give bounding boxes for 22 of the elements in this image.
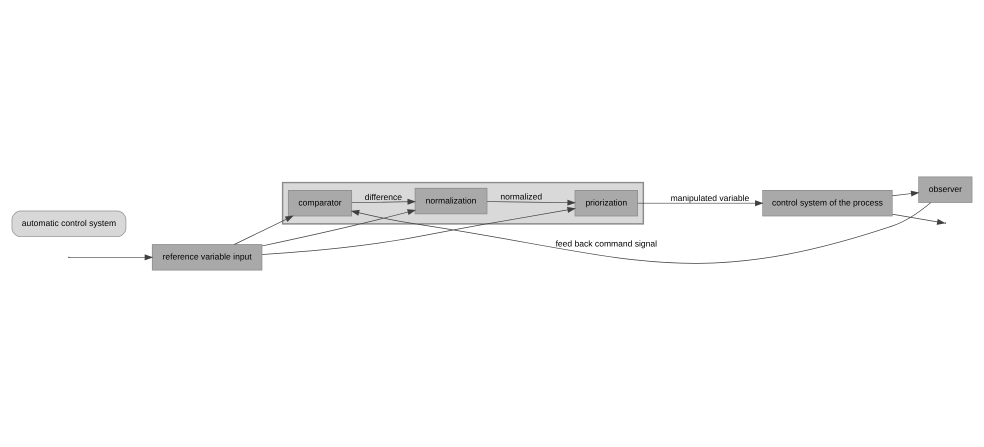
edge-label: normalized [500, 191, 542, 202]
edge-label: manipulated variable [670, 192, 750, 203]
arrow [637, 200, 764, 206]
edge-label: feed back command signal [556, 238, 658, 248]
arrow [262, 209, 416, 246]
edge-label: difference [364, 192, 402, 202]
cluster [282, 182, 644, 225]
arrow [892, 214, 946, 225]
node-box: comparator [288, 190, 352, 216]
node-box: priorization [574, 190, 638, 216]
arrow [350, 202, 932, 264]
node-box: observer [918, 176, 972, 203]
arrow [486, 200, 576, 206]
arrow [262, 206, 576, 255]
arrow [234, 216, 294, 245]
node-box: reference variable input [152, 244, 262, 270]
arrow [892, 190, 920, 197]
arrow [69, 254, 154, 260]
node-box: normalization [414, 188, 488, 214]
node-box: control system of the process [762, 190, 893, 216]
node-box: automatic control system [12, 210, 126, 238]
arrow [351, 198, 416, 205]
